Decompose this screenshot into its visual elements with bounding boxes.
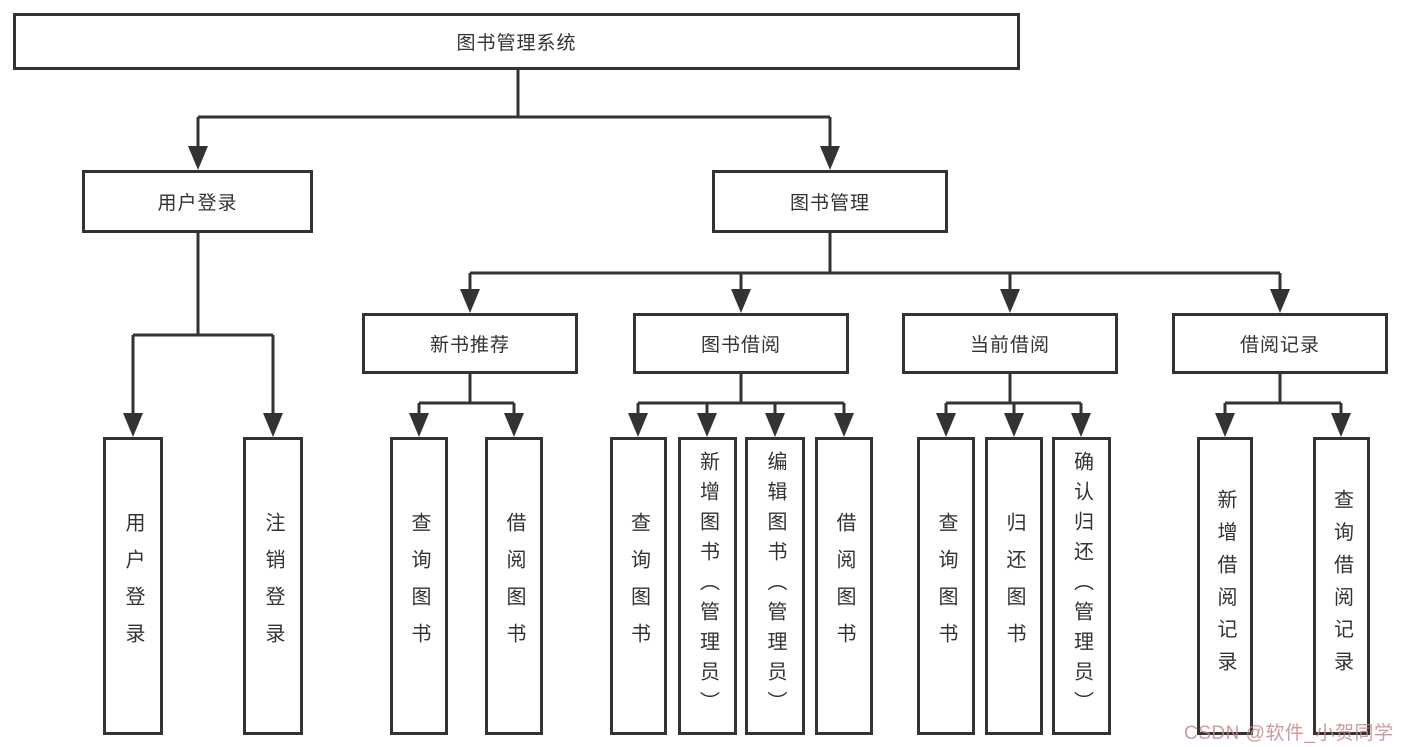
node-book-management: 图书管理 bbox=[712, 170, 948, 233]
node-borrow-records: 借阅记录 bbox=[1172, 313, 1388, 374]
leaf-bb-query-books-label: 查询图书 bbox=[627, 512, 650, 660]
leaf-bb-edit-books-admin: 编辑图书（管理员） bbox=[745, 437, 805, 735]
leaf-bb-add-books-admin-label: 新增图书（管理员） bbox=[696, 451, 719, 721]
leaf-bb-query-books: 查询图书 bbox=[610, 437, 667, 735]
leaf-cb-confirm-return-admin: 确认归还（管理员） bbox=[1052, 437, 1111, 735]
node-borrow-records-label: 借阅记录 bbox=[1239, 335, 1320, 356]
node-root: 图书管理系统 bbox=[13, 13, 1020, 70]
leaf-user-login-label: 用户登录 bbox=[122, 512, 144, 660]
csdn-watermark: CSDN @软件_小贺同学 bbox=[1184, 723, 1394, 744]
leaf-cb-query-books: 查询图书 bbox=[917, 437, 975, 735]
leaf-bb-borrow-books-label: 借阅图书 bbox=[833, 512, 855, 660]
leaf-bb-borrow-books: 借阅图书 bbox=[815, 437, 873, 735]
node-root-label: 图书管理系统 bbox=[456, 33, 577, 54]
node-current-borrowing: 当前借阅 bbox=[902, 313, 1118, 374]
leaf-logout: 注销登录 bbox=[243, 437, 303, 735]
leaf-br-query-record-label: 查询借阅记录 bbox=[1330, 488, 1353, 684]
leaf-br-query-record: 查询借阅记录 bbox=[1313, 437, 1370, 735]
node-book-borrowing-label: 图书借阅 bbox=[700, 335, 781, 356]
leaf-cb-return-books: 归还图书 bbox=[985, 437, 1043, 735]
node-user-login-label: 用户登录 bbox=[157, 193, 238, 214]
leaf-bb-edit-books-admin-label: 编辑图书（管理员） bbox=[764, 451, 786, 721]
leaf-br-add-record: 新增借阅记录 bbox=[1197, 437, 1253, 735]
node-book-borrowing: 图书借阅 bbox=[633, 313, 849, 374]
node-current-borrowing-label: 当前借阅 bbox=[969, 335, 1050, 356]
node-new-book-recommend: 新书推荐 bbox=[362, 313, 578, 374]
leaf-nbr-query-books-label: 查询图书 bbox=[408, 512, 430, 660]
leaf-cb-confirm-return-admin-label: 确认归还（管理员） bbox=[1070, 451, 1093, 721]
leaf-cb-query-books-label: 查询图书 bbox=[935, 512, 957, 660]
leaf-nbr-borrow-books: 借阅图书 bbox=[485, 437, 543, 735]
node-book-management-label: 图书管理 bbox=[789, 193, 870, 214]
leaf-user-login: 用户登录 bbox=[103, 437, 163, 735]
leaf-cb-return-books-label: 归还图书 bbox=[1003, 512, 1025, 660]
leaf-br-add-record-label: 新增借阅记录 bbox=[1214, 488, 1236, 684]
leaf-nbr-borrow-books-label: 借阅图书 bbox=[503, 512, 525, 660]
node-new-book-recommend-label: 新书推荐 bbox=[429, 335, 510, 356]
leaf-nbr-query-books: 查询图书 bbox=[390, 437, 448, 735]
node-user-login: 用户登录 bbox=[82, 170, 313, 233]
leaf-logout-label: 注销登录 bbox=[262, 512, 284, 660]
leaf-bb-add-books-admin: 新增图书（管理员） bbox=[678, 437, 737, 735]
